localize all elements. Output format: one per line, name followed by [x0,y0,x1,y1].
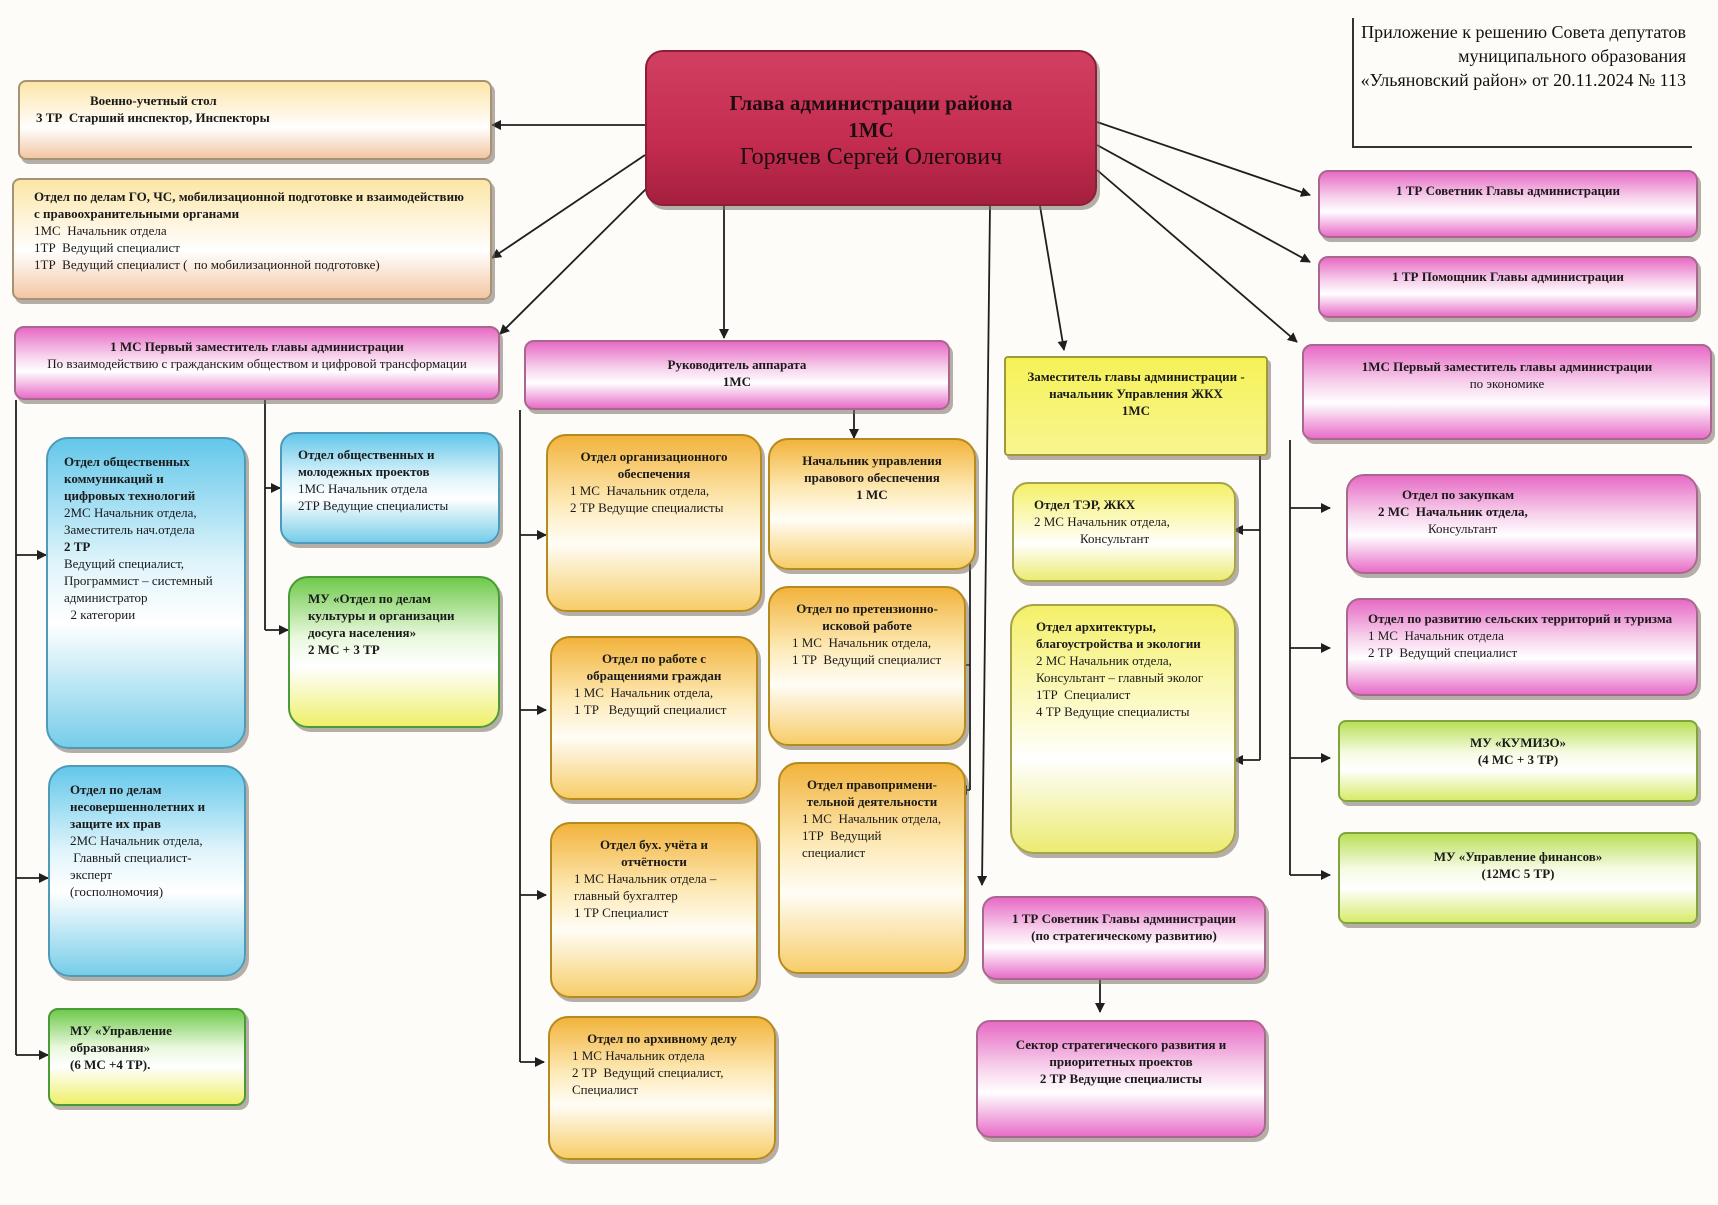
arrow-head-to-first-deputy-civil [499,179,656,335]
dept-archive: Отдел по архивному делу 1 МС Начальник о… [548,1016,776,1160]
appendix-line: от 20.11.2024 № 113 [1532,70,1686,90]
appendix-line: Приложение [1361,22,1458,42]
appendix-line: «Ульяновский район» [1360,70,1528,90]
head-of-administration: Глава администрации района 1МС Горячев С… [645,50,1097,206]
mu-finance: МУ «Управление финансов» (12МС 5 ТР) [1338,832,1698,924]
mu-culture: МУ «Отдел по делам культуры и организаци… [288,576,500,728]
dept-rural-tourism: Отдел по развитию сельских территорий и … [1346,598,1698,696]
assistant-to-head: 1 ТР Помощник Главы администрации [1318,256,1698,318]
appendix-note: Приложение к решению Совета депутатов му… [1352,18,1692,148]
arrow-head-to-advisor-strategy [977,205,991,886]
dept-organizational: Отдел организационного обеспечения 1 МС … [546,434,762,612]
dept-law-enforcement: Отдел правопримени-тельной деятельности … [778,762,966,974]
arrow-head-to-assistant [1096,144,1311,263]
dept-accounting: Отдел бух. учёта и отчётности 1 МС Начал… [550,822,758,998]
dept-architecture: Отдел архитектуры, благоустройства и эко… [1010,604,1236,854]
advisor-strategic-development: 1 ТР Советник Главы администрации (по ст… [982,896,1266,980]
arrow-head-to-deputy-housing [1039,205,1068,351]
first-deputy-civil-society: 1 МС Первый заместитель главы администра… [14,326,500,400]
arrow-head-to-gochs [491,154,646,259]
chief-of-staff: Руководитель аппарата 1МС [524,340,950,410]
dept-minors: Отдел по делам несовершеннолетних и защи… [48,765,246,977]
first-deputy-economy: 1МС Первый заместитель главы администрац… [1302,344,1712,440]
dept-youth-projects: Отдел общественных и молодежных проектов… [280,432,500,544]
legal-department-head: Начальник управления правового обеспечен… [768,438,976,570]
dept-procurement: Отдел по закупкам 2 МС Начальник отдела,… [1346,474,1698,574]
mu-kumizo: МУ «КУМИЗО» (4 МС + 3 ТР) [1338,720,1698,802]
dept-communications: Отдел общественных коммуникаций и цифров… [46,437,246,749]
arrow-head-to-advisor [1096,121,1311,197]
mu-education: МУ «Управление образования» (6 МС +4 ТР)… [48,1008,246,1106]
appendix-line: к решению Совета депутатов [1462,22,1686,42]
advisor-to-head: 1 ТР Советник Главы администрации [1318,170,1698,238]
dept-claims: Отдел по претензионно-исковой работе 1 М… [768,586,966,746]
sector-strategic-development: Сектор стратегического развития и приори… [976,1020,1266,1138]
arrow-head-to-first-deputy-econ [1096,169,1298,343]
appendix-line: муниципального образования [1458,46,1686,66]
dept-citizen-appeals: Отдел по работе с обращениями граждан 1 … [550,636,758,800]
dept-civil-defense: Отдел по делам ГО, ЧС, мобилизационной п… [12,178,492,300]
dept-energy-housing: Отдел ТЭР, ЖКХ 2 МС Начальник отдела, Ко… [1012,482,1236,582]
deputy-housing-utilities: Заместитель главы администрации - началь… [1004,356,1268,456]
military-registration-desk: Военно-учетный стол 3 ТР Старший инспект… [18,80,492,160]
